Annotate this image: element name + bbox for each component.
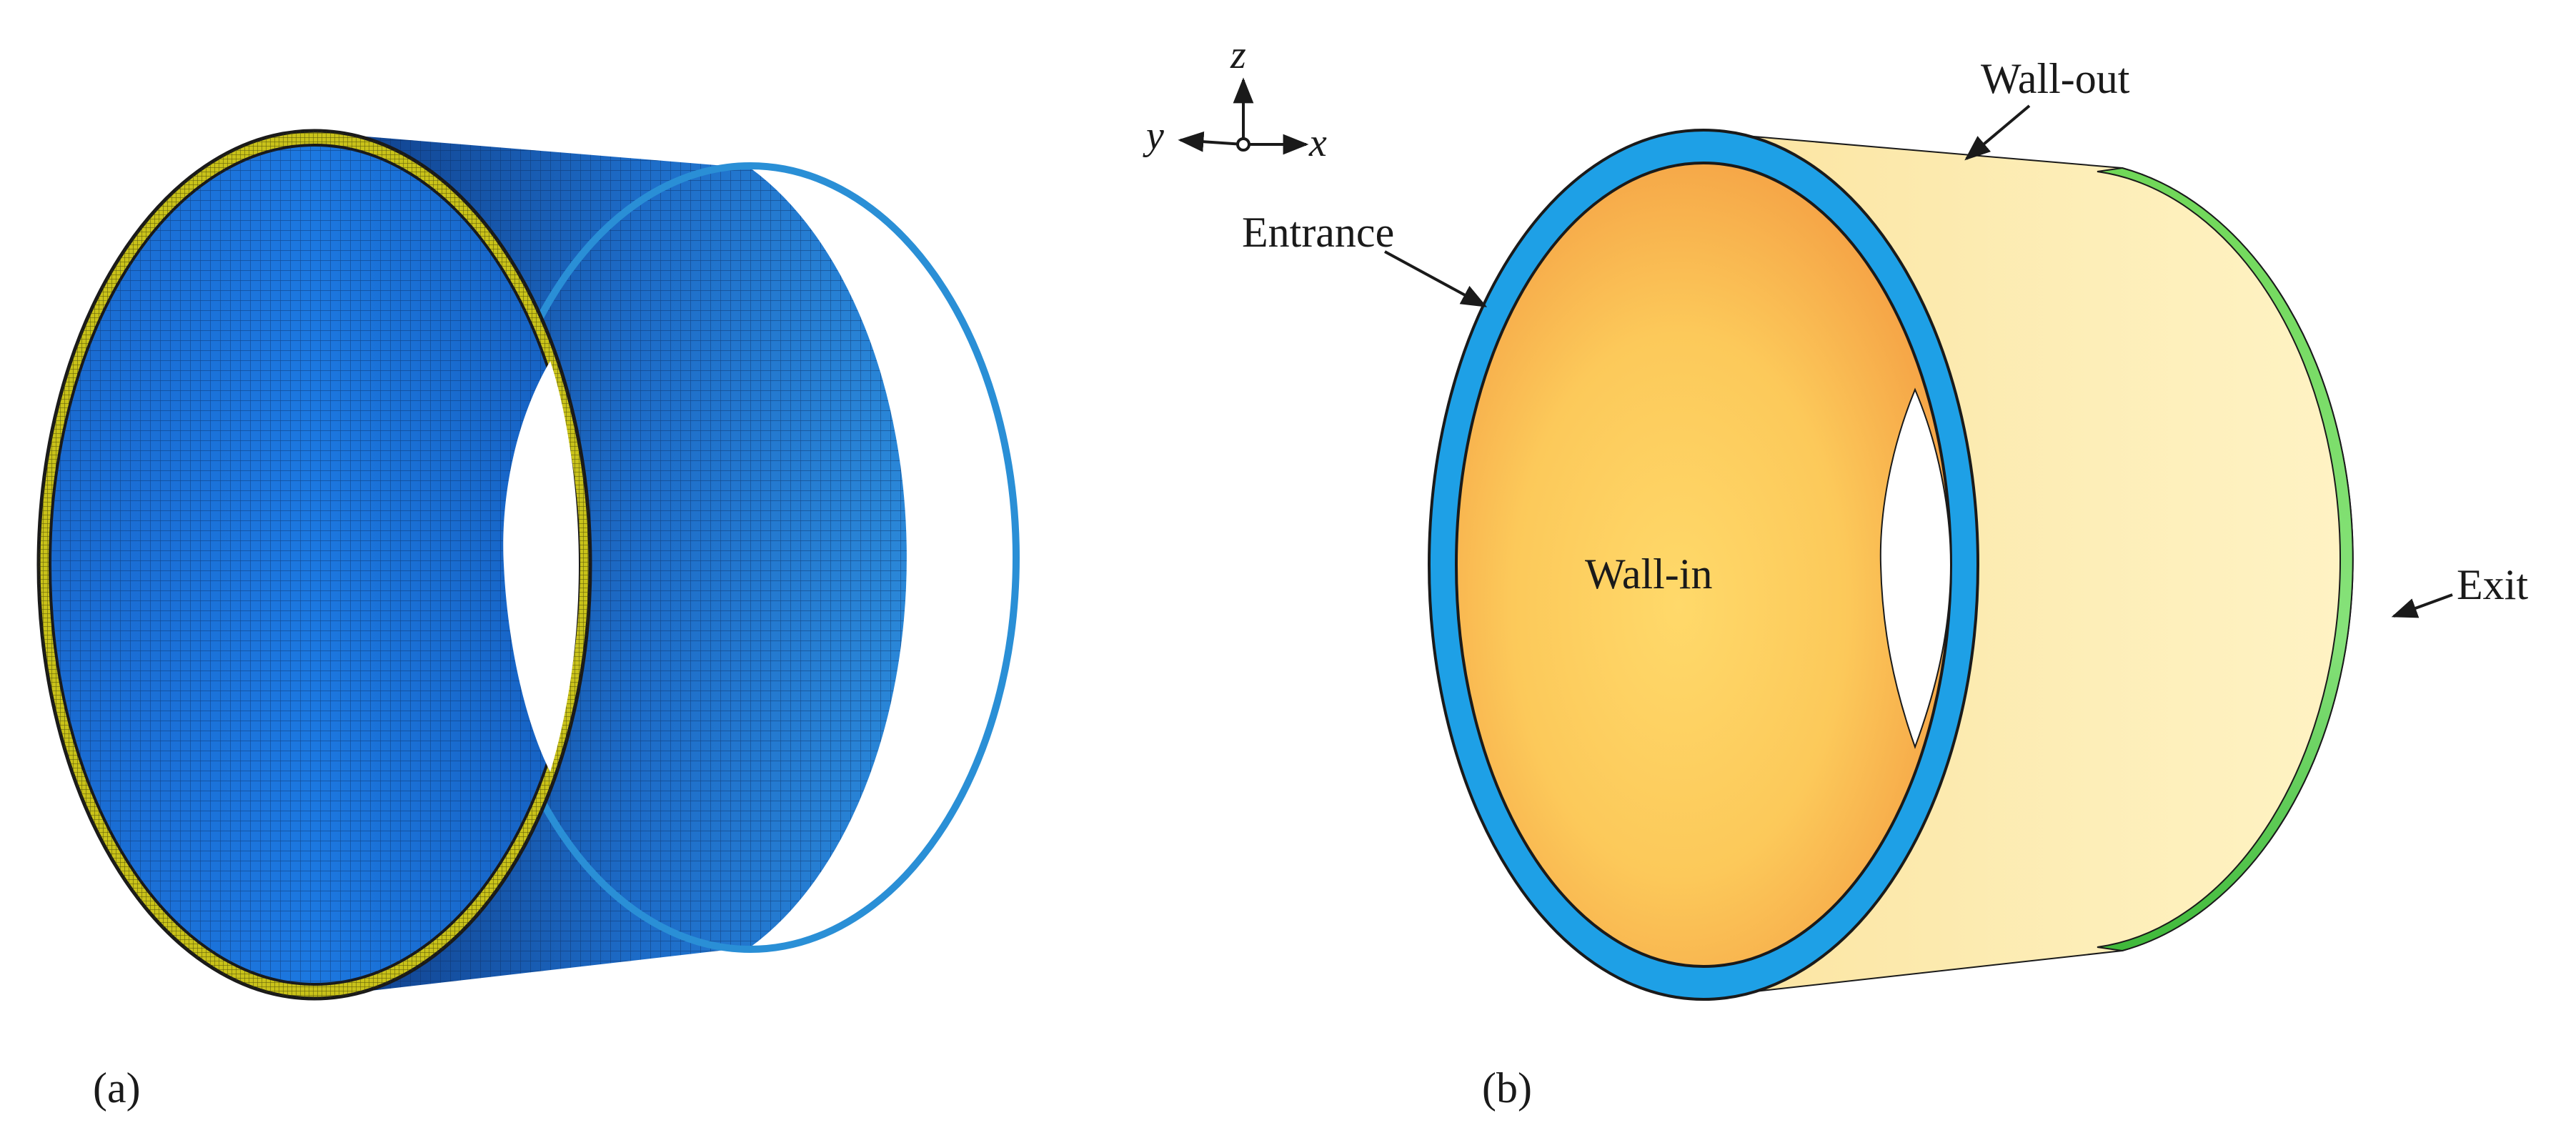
exit-arrow [2391,593,2453,618]
exit-ring [2097,167,2354,952]
panel-b-annotations: Entrance Wall-out Wall-in Exit [1242,55,2528,618]
wall-out-arrow [1964,104,2031,161]
coordinate-axes: z y x [1143,33,1327,165]
axis-x-label: x [1308,121,1327,165]
wall-in-label: Wall-in [1585,550,1712,598]
panel-a-caption: (a) [93,1064,141,1112]
exit-label: Exit [2457,561,2528,608]
panel-a-mesh-cylinder [36,129,1020,1001]
axis-y-label: y [1143,114,1164,158]
axis-z-label: z [1230,33,1246,77]
mesh-through-hole [503,361,579,772]
entrance-arrow [1384,250,1488,307]
wall-out-label: Wall-out [1981,55,2130,102]
wall-through-hole [1879,387,1952,749]
panel-b-caption: (b) [1482,1064,1532,1112]
panel-b-boundary-cylinder [1428,129,2354,1001]
entrance-label: Entrance [1242,209,1394,256]
